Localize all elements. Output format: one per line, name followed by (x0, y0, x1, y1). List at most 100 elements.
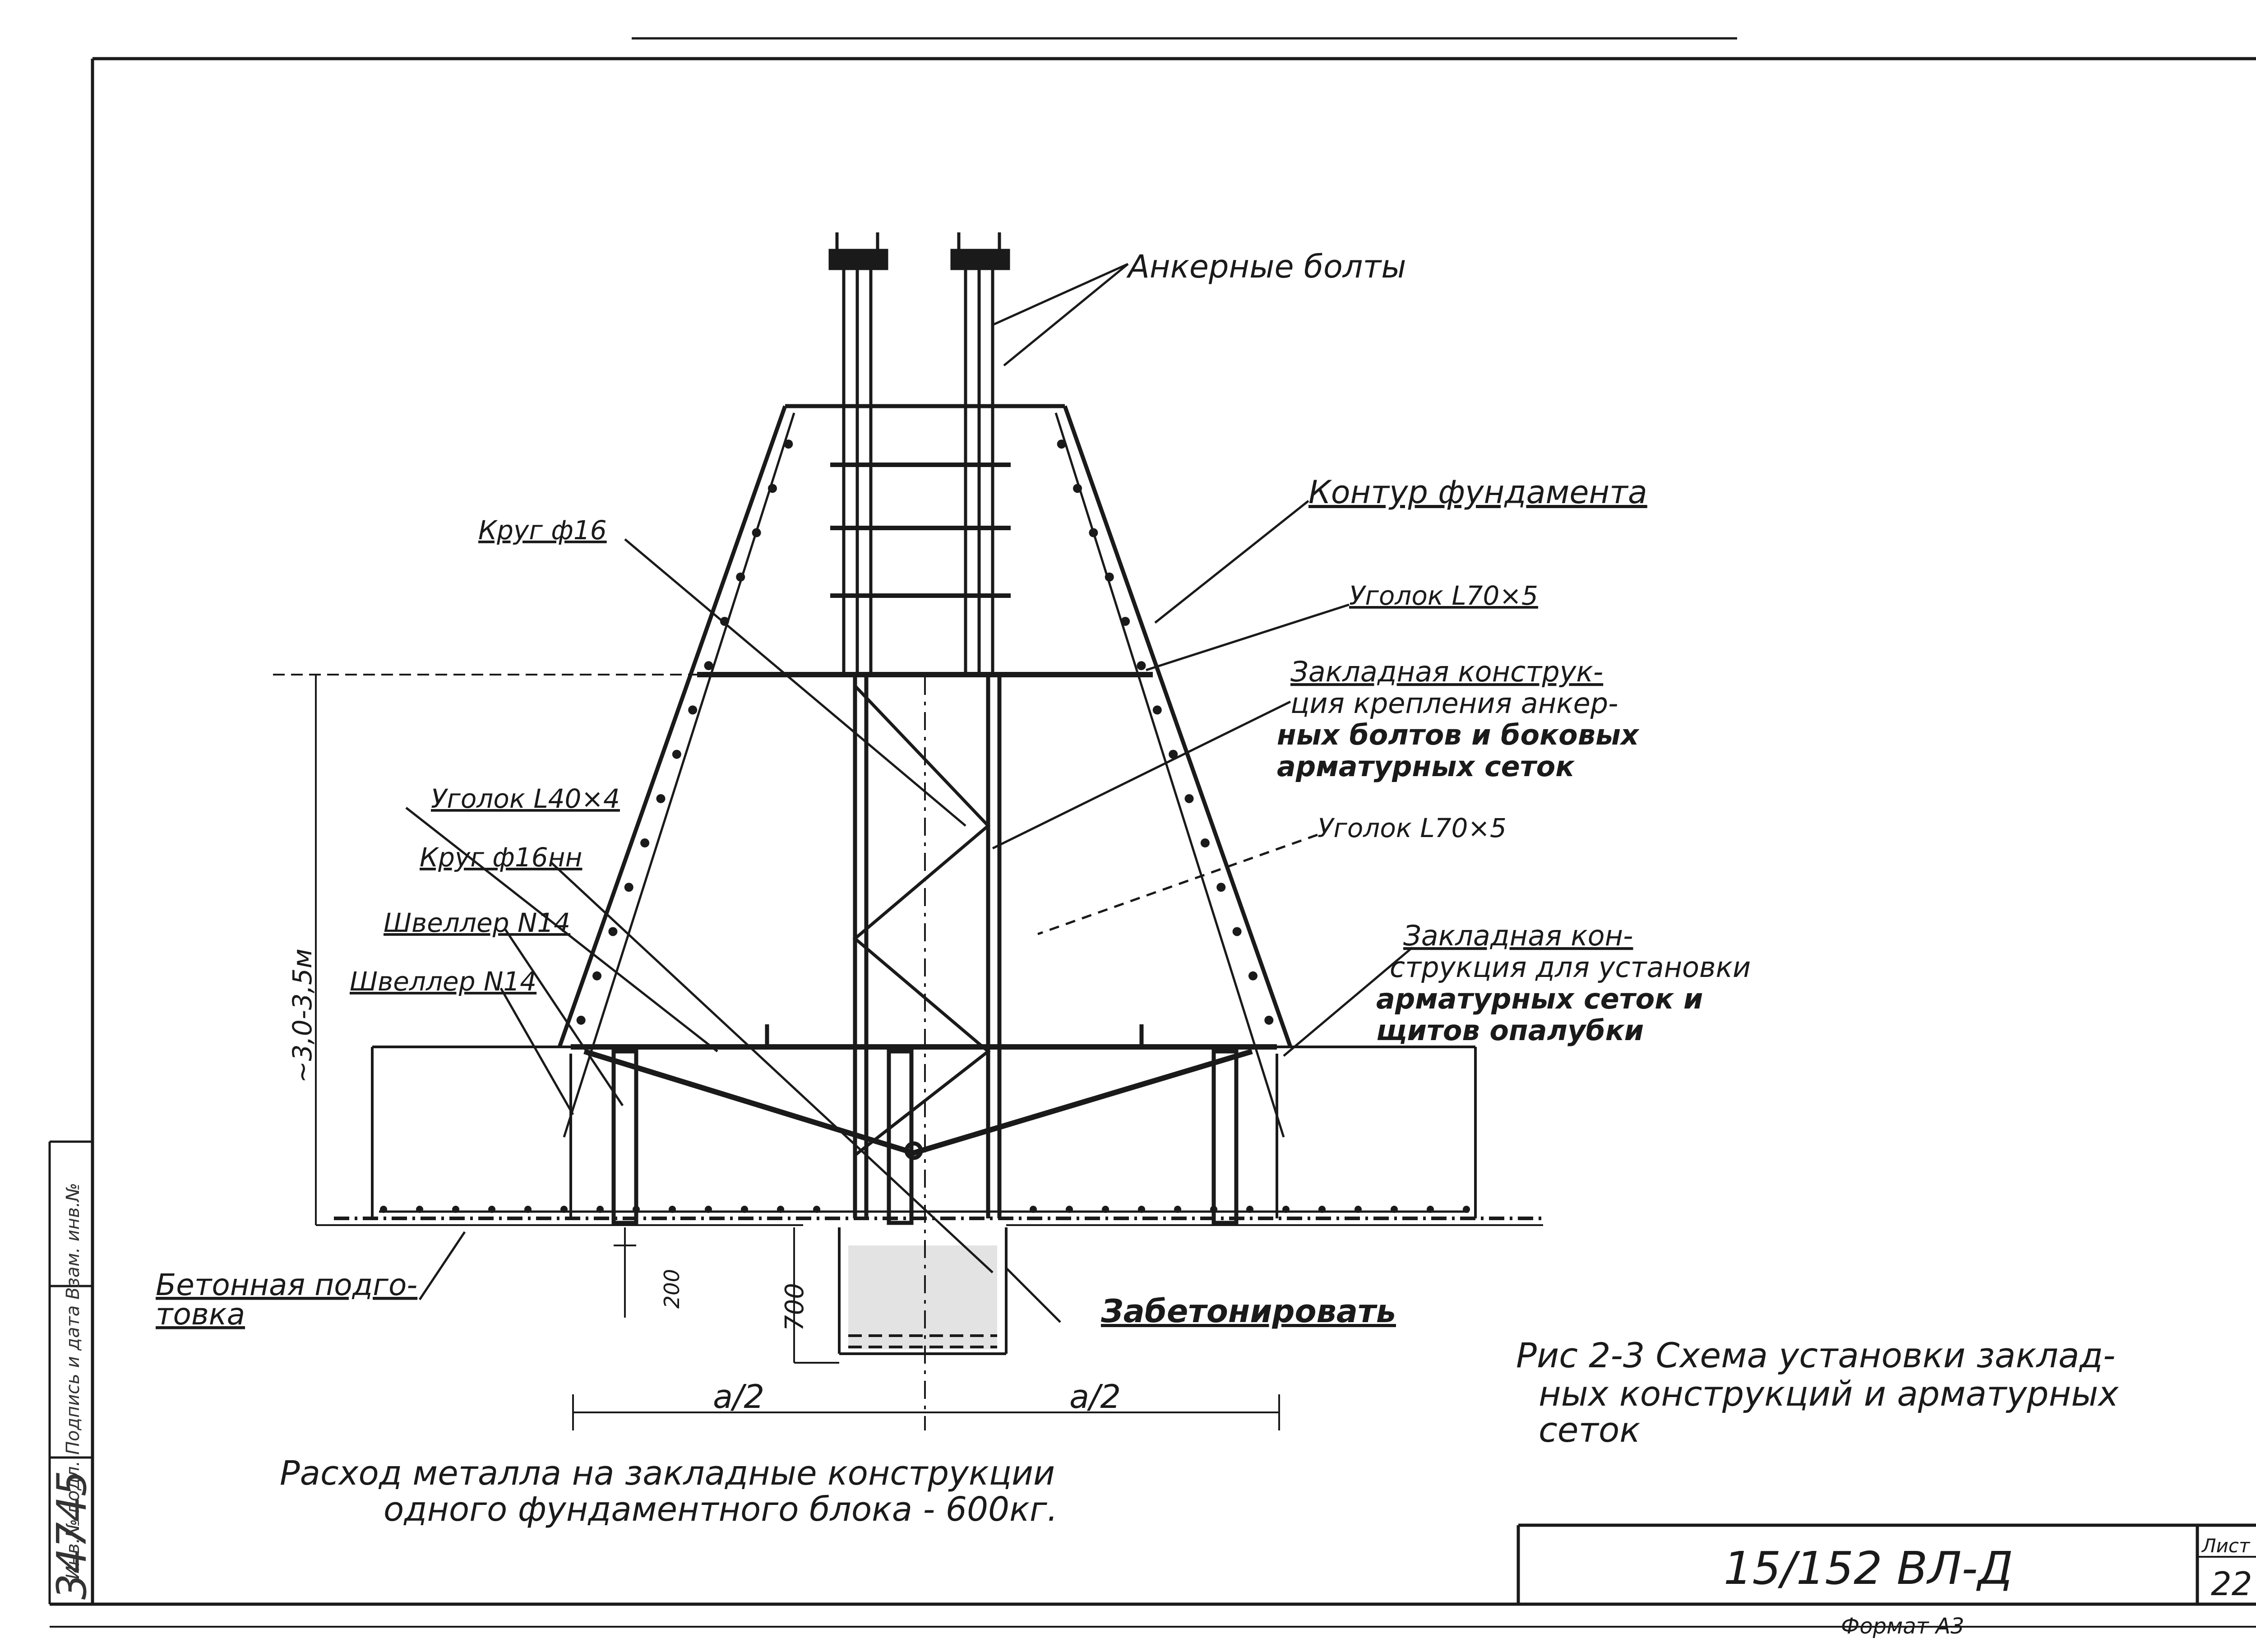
rebar-dot (688, 705, 698, 715)
rebar-dot (1121, 616, 1130, 626)
rebar-dot (1355, 1206, 1362, 1213)
rebar-dot (1216, 883, 1226, 892)
label-angle-70: Уголок L70×5 (1318, 813, 1507, 843)
label-angle-40: Уголок L40×4 (431, 783, 620, 814)
rebar-dot (608, 927, 618, 936)
rebar-dot (576, 1015, 586, 1025)
rebar-dot (752, 528, 761, 537)
rebar-dot (784, 440, 793, 449)
label-height: ~3,0-3,5м (287, 949, 318, 1083)
label-dim-700: 700 (780, 1283, 809, 1331)
label-round-16: Круг ф16 (478, 515, 607, 546)
label-embedded-form-3: арматурных сеток и (1376, 982, 1703, 1015)
caption-line-3: сеток (1539, 1410, 1640, 1450)
leader-lines (405, 263, 1413, 1323)
dimension-lines (273, 674, 1280, 1430)
rebar-dot (1066, 1206, 1073, 1213)
rebar-dot (777, 1206, 784, 1213)
rebar-dot (416, 1206, 423, 1213)
rebar-dot (1137, 661, 1146, 671)
label-dim-a2-right: a/2 (1069, 1378, 1121, 1416)
rebar-dot (736, 572, 745, 582)
label-anchor-bolts: Анкерные болты (1126, 248, 1406, 285)
sheet-format: Формат А3 (1841, 1614, 1964, 1639)
rebar-dots (380, 440, 1470, 1213)
rebar-dot (1264, 1015, 1274, 1025)
ground-line (316, 1217, 1543, 1226)
rebar-dot (1089, 528, 1098, 537)
label-embedded-1: Закладная конструк- (1290, 655, 1603, 688)
rebar-dot (767, 484, 777, 493)
caption-line-2: ных конструкций и арматурных (1539, 1374, 2119, 1414)
rebar-dot (1057, 440, 1066, 449)
sheet-number: 22 (2211, 1565, 2252, 1603)
rebar-dot (1152, 705, 1162, 715)
rebar-dot (1174, 1206, 1181, 1213)
rebar-dot (1184, 794, 1194, 803)
rebar-dot (452, 1206, 459, 1213)
label-dim-200: 200 (660, 1269, 684, 1309)
label-embedded-form-1: Закладная кон- (1403, 919, 1633, 952)
rebar-dot (1318, 1206, 1326, 1213)
rebar-dot (1169, 750, 1178, 759)
rebar-dot (596, 1206, 604, 1213)
rebar-dot (813, 1206, 820, 1213)
rebar-dot (380, 1206, 387, 1213)
label-round-16nn: Круг ф16нн (420, 842, 582, 873)
rebar-dot (656, 794, 666, 803)
rebar-dot (1200, 838, 1210, 848)
document-code: 15/152 ВЛ-Д (1724, 1542, 2013, 1595)
rebar-dot (560, 1206, 568, 1213)
foundation-contour (557, 404, 1293, 1138)
inventory-number: 34745 (48, 1471, 96, 1600)
caption-line-1: Рис 2-3 Схема установки заклад- (1516, 1335, 2115, 1375)
central-embedded-frame (583, 677, 1253, 1225)
foundation-pad (371, 1044, 1477, 1218)
rebar-dot (1102, 1206, 1109, 1213)
anchor-bolts (828, 232, 1011, 677)
sheet-frame (50, 37, 2256, 1628)
rebar-dot (1073, 484, 1082, 493)
rebar-dot (624, 883, 633, 892)
label-embedded-form-2: струкция для установки (1390, 951, 1751, 984)
note-line-1: Расход металла на закладные конструкции (280, 1454, 1055, 1493)
rebar-dot (1105, 572, 1114, 582)
rebar-dot (672, 750, 681, 759)
rebar-dot (1246, 1206, 1253, 1213)
rebar-dot (1463, 1206, 1470, 1213)
rebar-dot (1282, 1206, 1290, 1213)
rebar-dot (741, 1206, 748, 1213)
rebar-dot (640, 838, 650, 848)
sheet-label: Лист (2201, 1535, 2251, 1557)
rebar-dot (705, 1206, 712, 1213)
side-stamp-text: Инв.№ подл. Подпись и дата Взам. инв.№ (63, 1183, 83, 1579)
side-stamp: Инв.№ подл. Подпись и дата Взам. инв.№ 3… (48, 1140, 96, 1604)
label-embedded-3: ных болтов и боковых (1277, 718, 1640, 751)
rebar-dot (1030, 1206, 1037, 1213)
label-foundation-contour: Контур фундамента (1308, 474, 1647, 511)
note-line-2: одного фундаментного блока - 600кг. (384, 1490, 1058, 1529)
rebar-dot (488, 1206, 495, 1213)
rebar-dot (1427, 1206, 1434, 1213)
rebar-dot (669, 1206, 676, 1213)
rebar-dot (1138, 1206, 1145, 1213)
label-embedded-2: ция крепления анкер- (1290, 687, 1618, 720)
central-pit (838, 1227, 1008, 1355)
rebar-dot (524, 1206, 532, 1213)
label-channel-b: Швеллер N14 (350, 966, 536, 997)
metal-consumption-note: Расход металла на закладные конструкции … (280, 1454, 1058, 1529)
label-embedded-form-4: щитов опалубки (1376, 1014, 1644, 1047)
title-block: 15/152 ВЛ-Д Лист 22 Формат А3 (1516, 1523, 2256, 1639)
callout-labels: Анкерные болты Контур фундамента Уголок … (156, 248, 1751, 1416)
label-concrete-prep-1: Бетонная подго- (156, 1268, 417, 1302)
label-channel-a: Швеллер N14 (384, 907, 570, 938)
label-angle-top: Уголок L70×5 (1349, 580, 1538, 611)
rebar-dot (1248, 971, 1257, 981)
label-embedded-4: арматурных сеток (1277, 750, 1575, 783)
label-dim-a2-left: a/2 (713, 1378, 764, 1416)
rebar-dot (592, 971, 602, 981)
label-embed-concrete: Забетонировать (1100, 1293, 1396, 1330)
rebar-dot (1232, 927, 1242, 936)
label-concrete-prep-2: товка (156, 1297, 245, 1332)
